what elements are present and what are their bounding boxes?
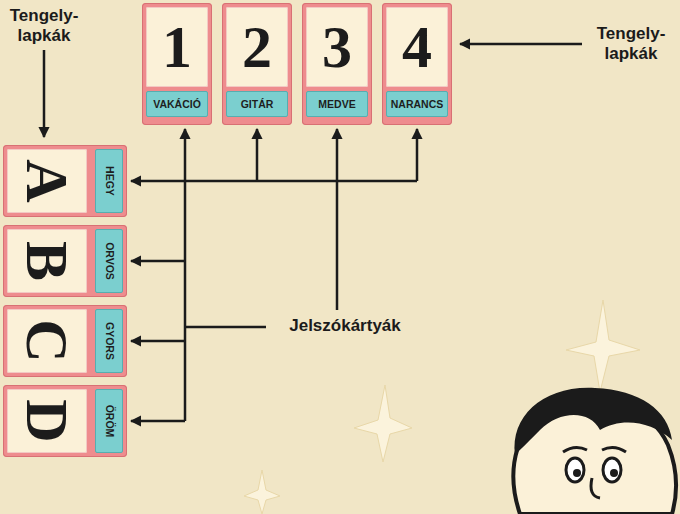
axis-tile: C GYORS	[3, 305, 127, 377]
tile-symbol: 2	[226, 7, 288, 87]
password-card: ÖRÖM	[95, 389, 123, 453]
card-word: NARANCS	[387, 92, 447, 116]
callout-label: Jelszókártyák	[270, 316, 420, 336]
password-card: GYORS	[95, 309, 123, 373]
callout-label: Tengely- lapkák	[2, 6, 86, 46]
axis-tile: A HEGY	[3, 145, 127, 217]
password-card: MEDVE	[306, 91, 368, 117]
card-word: HEGY	[96, 149, 124, 213]
tile-symbol: D	[7, 389, 87, 453]
card-word: GYORS	[96, 309, 124, 373]
cartoon-face	[513, 388, 676, 514]
password-card: GITÁR	[226, 91, 288, 117]
axis-tile: 4NARANCS	[382, 3, 452, 125]
tile-symbol: 4	[386, 7, 448, 87]
callout-label: Tengely- lapkák	[588, 24, 674, 64]
password-card: ORVOS	[95, 229, 123, 293]
password-card: VAKÁCIÓ	[146, 91, 208, 117]
axis-tile: 3MEDVE	[302, 3, 372, 125]
password-card: NARANCS	[386, 91, 448, 117]
card-word: VAKÁCIÓ	[147, 92, 207, 116]
tile-symbol: C	[7, 309, 87, 373]
axis-tile: D ÖRÖM	[3, 385, 127, 457]
tile-symbol: B	[7, 229, 87, 293]
card-word: MEDVE	[307, 92, 367, 116]
password-card: HEGY	[95, 149, 123, 213]
tile-symbol: 3	[306, 7, 368, 87]
card-word: GITÁR	[227, 92, 287, 116]
tile-symbol: 1	[146, 7, 208, 87]
tile-symbol: A	[7, 149, 87, 213]
axis-tile: B ORVOS	[3, 225, 127, 297]
card-word: ORVOS	[96, 229, 124, 293]
axis-tile: 1VAKÁCIÓ	[142, 3, 212, 125]
card-word: ÖRÖM	[96, 389, 124, 453]
axis-tile: 2GITÁR	[222, 3, 292, 125]
